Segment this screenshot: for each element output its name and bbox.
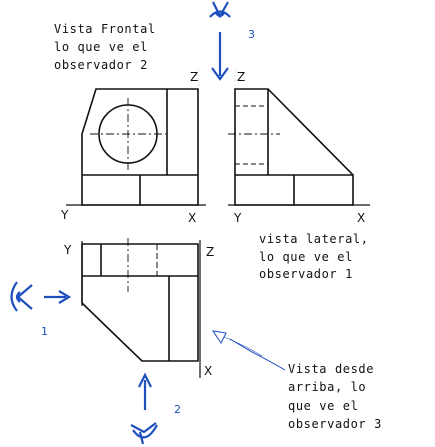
arrow-head-observer-1 [58, 290, 72, 304]
arrow-head-observer-2 [138, 372, 152, 388]
side-view-x-axis-label: X [357, 211, 365, 225]
observer-3 [209, 1, 231, 81]
label-lateral: vista lateral, lo que ve el observador 1 [259, 232, 369, 281]
top-view-leader [211, 330, 286, 371]
observer-2-number: 2 [174, 403, 181, 416]
side-view [228, 88, 370, 206]
label-lateral-line-3: observador 1 [259, 267, 353, 281]
top-view-z-axis-label: Z [206, 245, 214, 259]
eye-icon-observer-3 [209, 1, 231, 19]
label-superior-line-3: que ve el [288, 399, 358, 413]
leader-line [229, 338, 286, 371]
eye-icon-observer-1 [10, 281, 33, 312]
label-superior-line-2: arriba, lo [288, 380, 366, 394]
arrow-head-observer-3 [211, 67, 229, 81]
top-view-hidden-lines [127, 238, 158, 292]
label-lateral-line-2: lo que ve el [259, 250, 353, 264]
top-view [81, 238, 201, 378]
side-view-hidden-lines [235, 105, 268, 165]
front-view-y-axis-label: Y [60, 208, 69, 222]
observer-2 [130, 372, 158, 445]
observer-1 [10, 281, 72, 312]
eye-icon-observer-2 [130, 422, 158, 445]
label-frontal: Vista Frontal lo que ve el observador 2 [54, 22, 156, 72]
top-view-x-axis-label: X [204, 364, 212, 378]
observer-1-number: 1 [41, 325, 48, 338]
label-lateral-line-1: vista lateral, [259, 232, 369, 246]
label-frontal-line-1: Vista Frontal [54, 22, 156, 36]
top-view-outline [81, 243, 199, 362]
front-view-x-axis-label: X [188, 211, 196, 225]
front-view-z-axis-label: Z [190, 70, 198, 84]
front-view [66, 88, 206, 206]
fold-line-marks [197, 70, 236, 205]
label-superior: Vista desde arriba, lo que ve el observa… [288, 362, 382, 431]
top-view-y-axis-label: Y [63, 243, 72, 257]
label-frontal-line-2: lo que ve el [54, 40, 148, 54]
label-superior-line-1: Vista desde [288, 362, 374, 376]
leader-arrow-head [211, 330, 227, 344]
label-superior-line-4: observador 3 [288, 417, 382, 431]
leader-line-secondary [223, 336, 263, 357]
side-view-outline [234, 88, 354, 206]
side-view-z-axis-label: Z [237, 70, 245, 84]
label-frontal-line-3: observador 2 [54, 58, 148, 72]
observer-3-number: 3 [248, 28, 255, 41]
side-view-y-axis-label: Y [233, 211, 242, 225]
front-view-centerlines [90, 98, 166, 172]
